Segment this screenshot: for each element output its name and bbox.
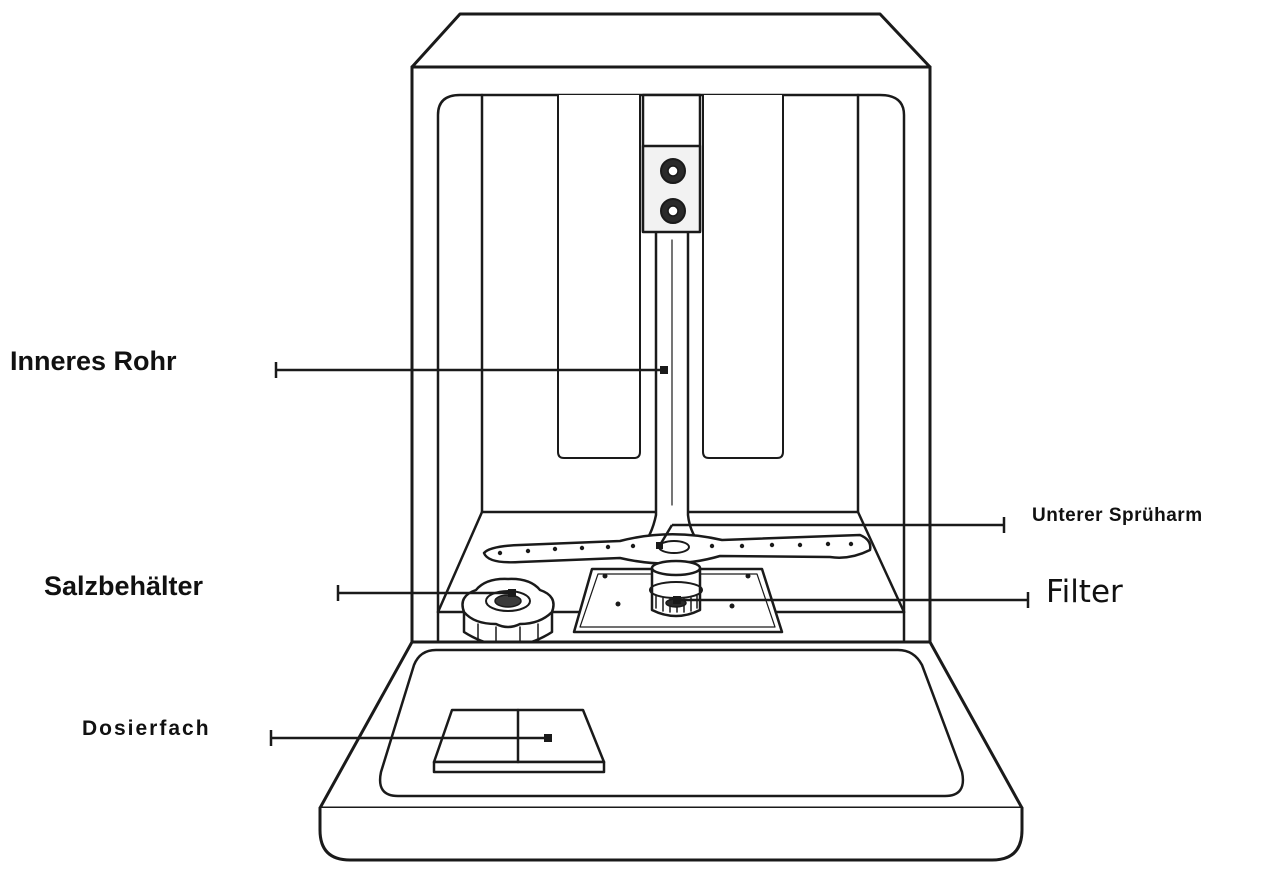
label-salt-container: Salzbehälter xyxy=(44,571,204,601)
label-filter: Filter xyxy=(1046,574,1123,610)
salt-container-cap xyxy=(461,577,555,649)
leader-filter xyxy=(673,592,1030,608)
label-dispenser: Dosierfach xyxy=(82,717,211,740)
dishwasher-door xyxy=(318,640,1024,862)
label-lower-spray-arm: Unterer Sprüharm xyxy=(1032,505,1203,526)
rack-rail-right xyxy=(702,94,784,459)
rack-rail-left xyxy=(557,94,641,459)
detergent-dispenser xyxy=(432,708,606,774)
leader-inner-pipe xyxy=(274,362,668,378)
leader-salt-container xyxy=(336,585,516,601)
leader-lower-spray-arm xyxy=(656,517,1006,549)
filter-cylinder xyxy=(649,559,703,618)
lower-spray-arm xyxy=(482,533,872,565)
label-inner-pipe: Inneres Rohr xyxy=(10,346,177,376)
leader-dispenser xyxy=(269,730,552,746)
cabinet-top xyxy=(410,12,932,69)
inner-pipe xyxy=(638,93,707,552)
